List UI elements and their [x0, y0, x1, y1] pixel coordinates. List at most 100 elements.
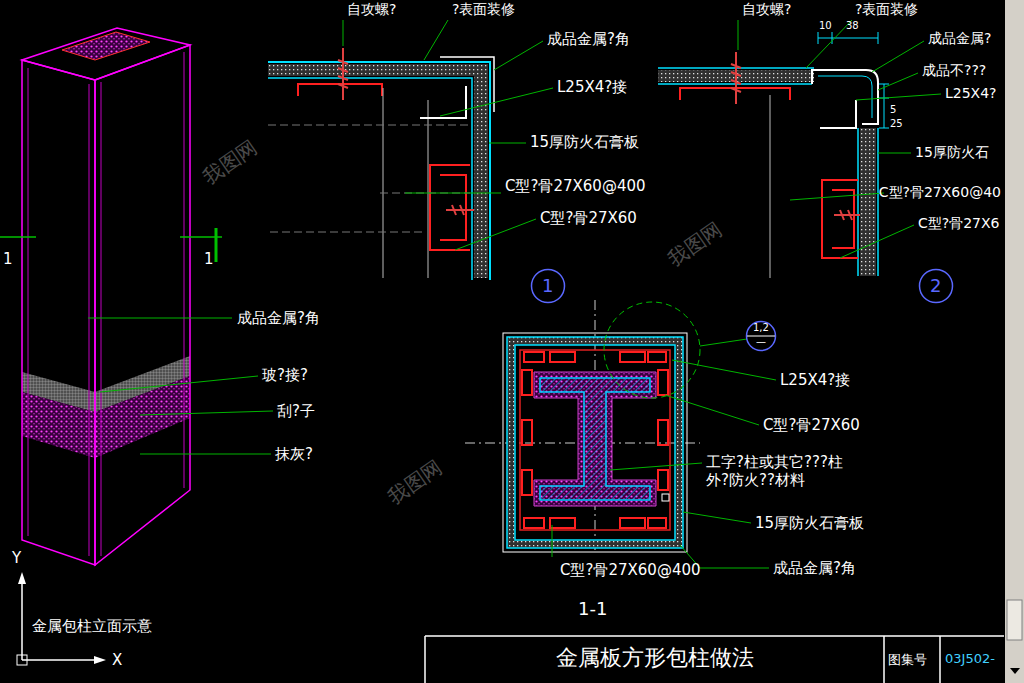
section-mark	[215, 228, 218, 262]
spacer	[268, 64, 488, 278]
dimension: 25	[890, 118, 903, 130]
axis-label: X	[112, 651, 122, 669]
c-channel	[522, 470, 532, 495]
center-line	[465, 300, 700, 552]
marker-square	[662, 494, 669, 501]
c-channel	[524, 518, 544, 528]
fireproof-layer	[534, 372, 656, 506]
c-channel	[620, 518, 645, 528]
c-channel-frame	[520, 350, 670, 530]
part-label: C型?骨27X60@400	[560, 561, 701, 579]
leader-line	[665, 395, 759, 425]
detail-marker: 2	[918, 268, 954, 304]
dimension-line	[879, 84, 889, 128]
trim-inner	[818, 76, 872, 118]
callout-circle: 1,2—	[745, 320, 777, 352]
part-label: 成品金属?角	[237, 309, 320, 327]
leader-line	[440, 88, 553, 116]
column-face	[22, 60, 95, 565]
column-face	[95, 45, 190, 565]
screw	[731, 52, 741, 104]
part-label: 成品金属?角	[773, 559, 856, 577]
detail-marker-text: 2	[930, 275, 941, 297]
callout-circle-text: —	[756, 336, 766, 348]
leader-line	[878, 73, 918, 90]
detail-marker: 1	[530, 268, 566, 304]
leader-line	[700, 339, 747, 346]
leader-line	[738, 20, 739, 50]
part-label: ?表面装修	[855, 1, 918, 18]
watermark: 我图网	[384, 455, 447, 509]
leader-line	[88, 318, 232, 319]
section-title: 1-1	[578, 598, 607, 620]
leader-line	[140, 454, 271, 455]
c-channel	[524, 352, 544, 362]
putty-band	[22, 376, 190, 458]
part-label: C型?骨27X60@400	[505, 177, 646, 195]
part-label: 刮?子	[277, 402, 315, 420]
part-label: 成品金属?	[928, 30, 991, 47]
part-label: C型?骨27X6	[918, 215, 1000, 232]
part-label: 成品不???	[922, 62, 986, 79]
c-channel	[550, 352, 575, 362]
leader-line	[856, 94, 941, 100]
leader-line	[806, 20, 852, 68]
part-label: L25X4?接	[780, 371, 850, 389]
leader-line	[140, 411, 273, 415]
gypsum-ring	[507, 337, 683, 548]
part-label: 自攻螺?	[742, 1, 791, 18]
leader-line	[790, 193, 884, 200]
metal-panel	[268, 62, 490, 280]
title-block-text: 图集号	[888, 652, 927, 668]
c-channel	[658, 370, 668, 395]
angle-connector	[420, 86, 466, 118]
section-number: 1	[3, 250, 13, 268]
part-label: C型?骨27X60	[540, 209, 637, 227]
leader-line	[424, 20, 448, 60]
scrollbar	[1005, 0, 1024, 683]
screw	[834, 210, 860, 220]
scrollbar-thumb	[1007, 600, 1022, 640]
c-channel	[658, 470, 668, 490]
title-block-text: 03J502-	[945, 651, 995, 667]
axis-arrow	[94, 656, 106, 664]
axis-origin	[17, 655, 27, 665]
node-circle	[920, 270, 953, 303]
screw	[338, 48, 348, 100]
title-block-frame	[425, 636, 1004, 683]
scrollbar-arrow	[1010, 668, 1020, 674]
part-label: ?表面装修	[452, 1, 515, 18]
leader-line	[552, 525, 553, 557]
leader-line	[405, 193, 501, 194]
c-channel	[620, 352, 645, 362]
gypsum-board	[860, 128, 876, 276]
c-channel	[522, 370, 532, 395]
leader-line	[489, 143, 526, 144]
watermark: 我图网	[664, 217, 727, 271]
part-label: L25X4?接	[557, 78, 627, 96]
board-edge	[268, 78, 472, 280]
gypsum-board	[474, 64, 488, 278]
section-mark	[0, 236, 222, 238]
leader-line	[494, 41, 543, 70]
c-channel	[430, 165, 470, 250]
title-block-text: 金属板方形包柱做法	[556, 645, 754, 671]
leader-line	[610, 463, 702, 470]
i-beam	[540, 378, 650, 500]
leader-line	[878, 153, 911, 154]
metal-panel	[503, 333, 687, 552]
dimension-line	[818, 32, 878, 44]
dimension: 5	[890, 104, 896, 116]
column-cap	[62, 32, 150, 60]
part-label: 15厚防火石膏板	[755, 514, 864, 532]
title-block: 金属板方形包柱做法 图集号 03J502-	[425, 636, 1004, 683]
figure-caption: 金属包柱立面示意	[32, 617, 152, 635]
c-channel	[648, 518, 666, 528]
screw	[446, 205, 474, 215]
leader-line	[872, 41, 924, 72]
detail-marker-text: 1	[542, 275, 553, 297]
dimension: 38	[846, 20, 859, 32]
axis-arrow	[18, 572, 26, 584]
